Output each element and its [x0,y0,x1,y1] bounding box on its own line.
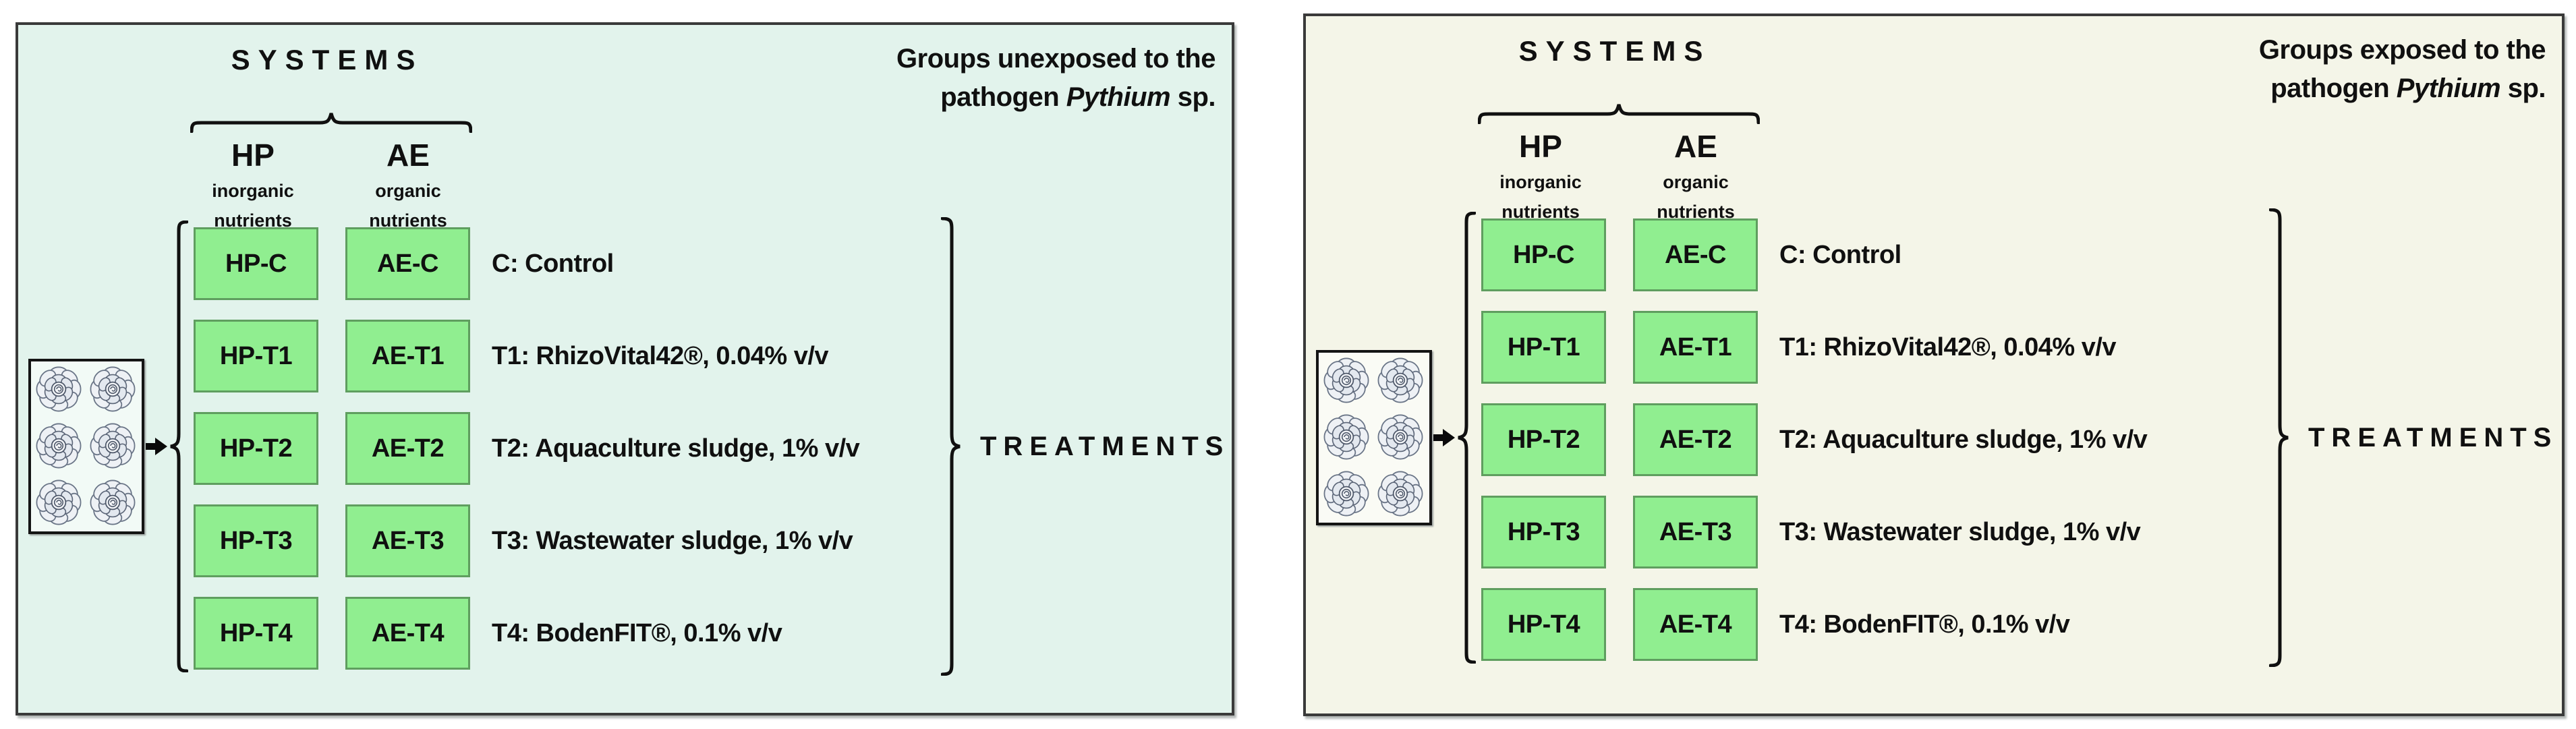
panel-caption-line2: pathogen Pythium sp. [896,78,1215,117]
system-ae-label: AE [387,138,430,173]
systems-over-brace-icon [1478,104,1760,124]
treatment-box-hp-t2: HP-T2 [194,412,318,485]
treatment-box-ae-t3: AE-T3 [345,504,470,577]
treatment-desc-t3: T3: Wastewater sludge, 1% v/v [1779,517,2141,546]
systems-heading: SYSTEMS [1518,35,1711,67]
system-hp-label: HP [231,138,275,173]
treatment-desc-t4: T4: BodenFIT®, 0.1% v/v [492,618,782,647]
lettuce-plants-illustration [1323,357,1423,517]
treatment-box-ae-t2: AE-T2 [345,412,470,485]
treatments-heading: TREATMENTS [980,431,1230,461]
treatment-desc-t3: T3: Wastewater sludge, 1% v/v [492,526,853,555]
panel-unexposed-content: SYSTEMS HP AE inorganic nutrients organi… [18,25,1232,713]
system-ae-subtitle: organic nutrients [334,176,482,235]
treatment-box-ae-t4: AE-T4 [1633,588,1758,661]
treatment-desc-t4: T4: BodenFIT®, 0.1% v/v [1779,610,2070,639]
system-ae-subtitle-line1: organic [375,181,441,201]
caption-suffix: sp. [2500,74,2546,103]
panel-caption: Groups exposed to the pathogen Pythium s… [2259,31,2546,108]
systems-over-brace-icon [190,113,472,133]
system-hp-subtitle-line1: inorganic [1499,172,1582,192]
panel-caption-line1: Groups exposed to the [2258,35,2546,65]
panel-exposed-content: SYSTEMS HP AE inorganic nutrients organi… [1306,16,2562,713]
treatment-box-hp-t3: HP-T3 [1481,496,1606,568]
caption-pathogen-name: Pythium [2396,74,2501,103]
panel-caption: Groups unexposed to the pathogen Pythium… [896,40,1215,117]
panel-unexposed-group: SYSTEMS HP AE inorganic nutrients organi… [16,22,1234,716]
treatments-group: TREATMENTS [941,217,1230,676]
treatment-desc-c: C: Control [1779,240,1901,269]
panel-caption-line1: Groups unexposed to the [896,44,1215,74]
system-ae-subtitle-line1: organic [1663,172,1729,192]
lettuce-plants-illustration [36,366,136,525]
system-hp-label: HP [1519,129,1562,164]
treatment-box-hp-t4: HP-T4 [194,597,318,670]
caption-prefix: pathogen [2270,74,2397,103]
treatment-box-ae-t4: AE-T4 [345,597,470,670]
left-curly-brace-icon [170,221,188,672]
treatment-box-hp-t1: HP-T1 [194,320,318,392]
right-curly-brace-icon [2269,208,2289,667]
treatment-desc-t2: T2: Aquaculture sludge, 1% v/v [492,434,860,463]
treatment-box-ae-t1: AE-T1 [345,320,470,392]
caption-pathogen-name: Pythium [1066,82,1171,112]
system-ae-subtitle: organic nutrients [1622,167,1770,227]
plant-tray-image [28,359,144,534]
left-curly-brace-icon [1458,212,1476,664]
right-arrow-icon [146,438,167,455]
treatment-box-hp-t4: HP-T4 [1481,588,1606,661]
panel-caption-line2: pathogen Pythium sp. [2259,69,2546,108]
treatment-box-ae-t3: AE-T3 [1633,496,1758,568]
treatment-box-ae-t2: AE-T2 [1633,403,1758,476]
right-curly-brace-icon [941,217,961,676]
systems-heading: SYSTEMS [231,44,424,76]
treatment-desc-t1: T1: RhizoVital42®, 0.04% v/v [492,341,829,370]
caption-prefix: pathogen [940,82,1066,112]
treatment-box-hp-t3: HP-T3 [194,504,318,577]
treatment-box-hp-t1: HP-T1 [1481,311,1606,384]
treatment-box-ae-c: AE-C [1633,218,1758,291]
treatment-desc-t2: T2: Aquaculture sludge, 1% v/v [1779,425,2148,454]
treatment-box-hp-c: HP-C [1481,218,1606,291]
treatment-box-hp-t2: HP-T2 [1481,403,1606,476]
system-hp-subtitle-line1: inorganic [212,181,294,201]
plant-tray-image [1316,350,1432,525]
treatment-desc-c: C: Control [492,249,614,278]
system-hp-subtitle: inorganic nutrients [1466,167,1615,227]
treatments-group: TREATMENTS [2269,208,2558,667]
right-arrow-icon [1433,429,1455,446]
treatment-box-ae-c: AE-C [345,227,470,300]
treatments-heading: TREATMENTS [2308,422,2558,453]
caption-suffix: sp. [1170,82,1216,112]
treatment-desc-t1: T1: RhizoVital42®, 0.04% v/v [1779,332,2117,361]
panel-exposed-group: SYSTEMS HP AE inorganic nutrients organi… [1303,13,2565,716]
system-ae-label: AE [1674,129,1717,164]
treatment-box-ae-t1: AE-T1 [1633,311,1758,384]
treatment-box-hp-c: HP-C [194,227,318,300]
system-hp-subtitle: inorganic nutrients [179,176,327,235]
